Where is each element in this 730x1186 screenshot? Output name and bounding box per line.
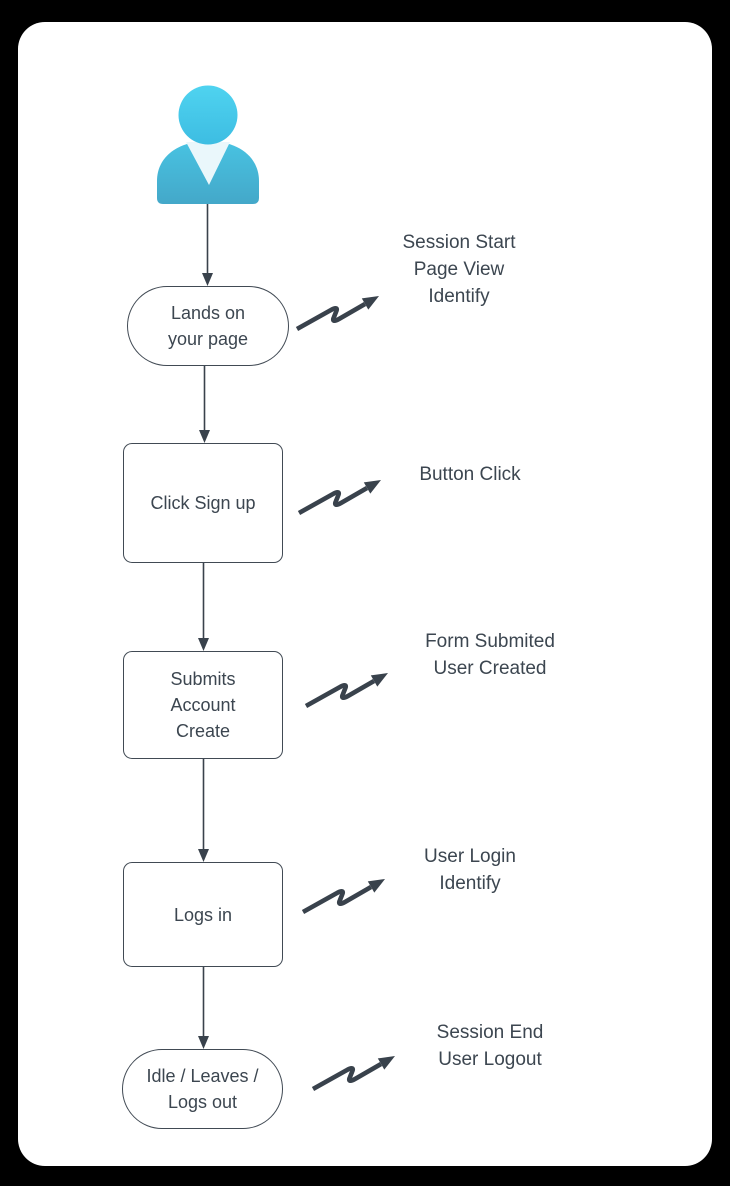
- squiggle-arrow-icon: [304, 673, 388, 709]
- event-label-form-submited: Form Submited User Created: [425, 631, 555, 679]
- person-icon: [157, 85, 259, 204]
- squiggle-arrow-icon: [301, 879, 385, 915]
- flow-node-lands-on-page: Lands on your page: [127, 286, 289, 366]
- arrow-down-icon: [202, 204, 213, 286]
- arrow-down-icon: [198, 757, 209, 862]
- flow-node-idle-leaves-logs-out: Idle / Leaves / Logs out: [122, 1049, 283, 1129]
- event-label-user-login: User Login Identify: [424, 846, 516, 894]
- arrow-down-icon: [198, 563, 209, 651]
- event-label-session-start: Session Start Page View Identify: [402, 232, 516, 307]
- squiggle-arrow-icon: [311, 1056, 395, 1092]
- flow-node-submits-account-create: Submits Account Create: [123, 651, 283, 759]
- flow-node-logs-in: Logs in: [123, 862, 283, 967]
- squiggle-arrow-icon: [295, 296, 379, 332]
- event-label-session-end: Session End User Logout: [436, 1022, 544, 1070]
- diagram-card: Lands on your page Click Sign up Submits…: [18, 22, 712, 1166]
- squiggle-arrow-icon: [297, 480, 381, 516]
- flow-node-click-sign-up: Click Sign up: [123, 443, 283, 563]
- arrow-down-icon: [199, 366, 210, 443]
- arrow-down-icon: [198, 967, 209, 1049]
- event-label-button-click: Button Click: [419, 464, 521, 485]
